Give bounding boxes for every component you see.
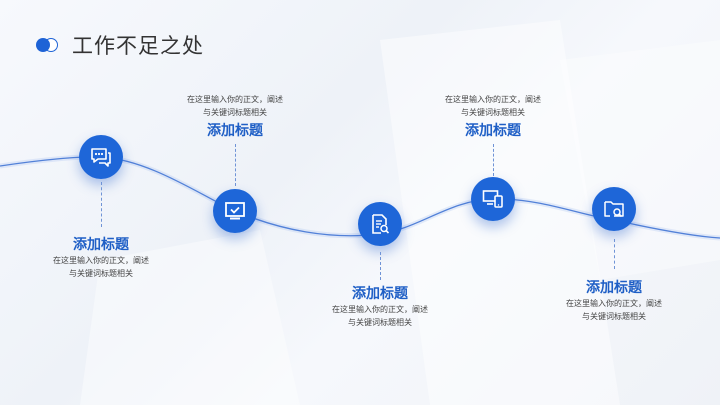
page-header: 工作不足之处 [36,30,204,60]
folder-search-icon [604,201,624,218]
chat-bubbles-icon [91,148,111,167]
connector-line-3 [380,252,381,280]
timeline-node-2[interactable] [213,189,257,233]
item-title: 添加标题 [465,123,521,139]
item-body: 与关键词标题相关 [69,269,133,278]
item-title: 添加标题 [352,286,408,302]
monitor-check-icon [225,202,245,220]
connector-line-1 [101,182,102,227]
item-title: 添加标题 [586,280,642,296]
item-body: 与关键词标题相关 [203,108,267,117]
timeline-node-5[interactable] [592,187,636,231]
timeline-item-5: 添加标题 在这里输入你的正文，阐述 与关键词标题相关 [534,279,694,323]
item-body: 在这里输入你的正文，阐述 [332,305,428,314]
item-body: 与关键词标题相关 [461,108,525,117]
timeline-node-1[interactable] [79,135,123,179]
timeline-item-2: 在这里输入你的正文，阐述 与关键词标题相关 添加标题 [155,93,315,140]
timeline-item-1: 添加标题 在这里输入你的正文，阐述 与关键词标题相关 [21,236,181,280]
title-bullet-icon [36,38,60,52]
timeline-item-4: 在这里输入你的正文，阐述 与关键词标题相关 添加标题 [413,93,573,140]
connector-line-5 [614,239,615,269]
item-body: 与关键词标题相关 [348,318,412,327]
timeline-node-3[interactable] [358,202,402,246]
connector-line-4 [493,144,494,176]
item-body: 在这里输入你的正文，阐述 [53,256,149,265]
item-body: 在这里输入你的正文，阐述 [566,299,662,308]
devices-icon [482,190,503,208]
document-search-icon [372,214,390,234]
timeline-item-3: 添加标题 在这里输入你的正文，阐述 与关键词标题相关 [300,285,460,329]
item-body: 在这里输入你的正文，阐述 [445,95,541,104]
page-title: 工作不足之处 [72,34,204,58]
connector-line-2 [235,144,236,186]
item-title: 添加标题 [73,237,129,253]
timeline-node-4[interactable] [471,177,515,221]
item-body: 与关键词标题相关 [582,312,646,321]
item-body: 在这里输入你的正文，阐述 [187,95,283,104]
item-title: 添加标题 [207,123,263,139]
